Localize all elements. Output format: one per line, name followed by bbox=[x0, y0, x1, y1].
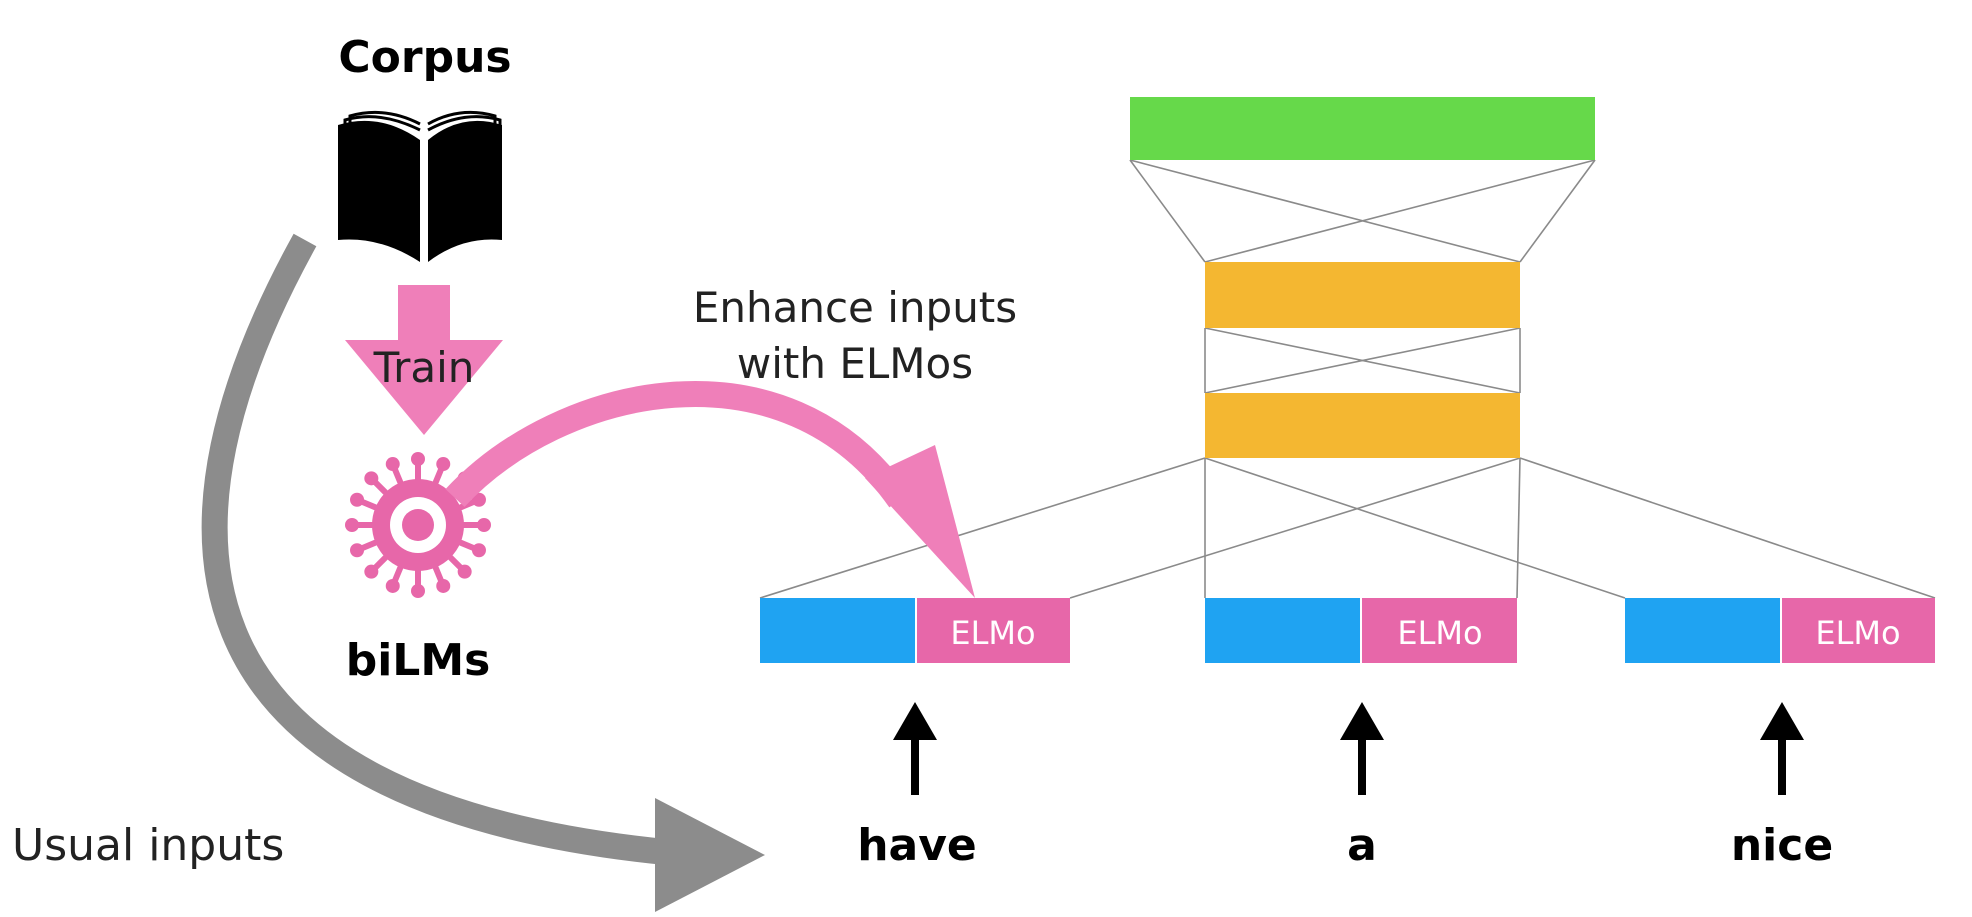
enhance-arrow-shaft bbox=[445, 381, 911, 508]
virus-icon bbox=[345, 452, 491, 598]
token-word: nice bbox=[1731, 820, 1833, 871]
elmo-embedding bbox=[1362, 598, 1517, 663]
train-arrow bbox=[345, 285, 503, 435]
word-embedding bbox=[760, 598, 915, 663]
input-arrow-head bbox=[893, 702, 937, 740]
input-arrow-head bbox=[1760, 702, 1804, 740]
hidden-layer-1 bbox=[1205, 393, 1520, 458]
hidden-layer-2 bbox=[1205, 262, 1520, 328]
train-label: Train bbox=[373, 343, 475, 392]
enhance-caption-line1: Enhance inputs bbox=[693, 283, 1017, 332]
bilms-label: biLMs bbox=[346, 635, 491, 686]
elmo-embedding bbox=[1782, 598, 1935, 663]
usual-inputs-label: Usual inputs bbox=[12, 820, 284, 871]
enhance-caption-line2: with ELMos bbox=[737, 339, 973, 388]
token-word: have bbox=[857, 820, 977, 871]
token-a: ELMo a bbox=[1205, 598, 1517, 871]
usual-inputs-arrow bbox=[201, 233, 765, 912]
corpus-label: Corpus bbox=[338, 32, 511, 83]
train-arrow-head bbox=[345, 340, 503, 435]
elmo-embedding bbox=[917, 598, 1070, 663]
elmo-label: ELMo bbox=[1397, 614, 1482, 652]
network-connectors bbox=[759, 159, 1936, 599]
token-nice: ELMo nice bbox=[1625, 598, 1935, 871]
usual-inputs-arrow-shaft bbox=[201, 233, 667, 865]
book-icon bbox=[338, 110, 502, 262]
token-word: a bbox=[1347, 820, 1377, 871]
word-embedding bbox=[1205, 598, 1360, 663]
train-arrow-shaft bbox=[398, 285, 450, 343]
enhance-arrow bbox=[445, 381, 975, 598]
elmo-label: ELMo bbox=[950, 614, 1035, 652]
enhance-arrow-head bbox=[865, 445, 975, 598]
word-embedding bbox=[1625, 598, 1780, 663]
elmo-label: ELMo bbox=[1815, 614, 1900, 652]
usual-inputs-arrow-head bbox=[655, 798, 765, 912]
output-layer bbox=[1130, 97, 1595, 160]
input-arrow-head bbox=[1340, 702, 1384, 740]
token-have: ELMo have bbox=[760, 598, 1070, 871]
